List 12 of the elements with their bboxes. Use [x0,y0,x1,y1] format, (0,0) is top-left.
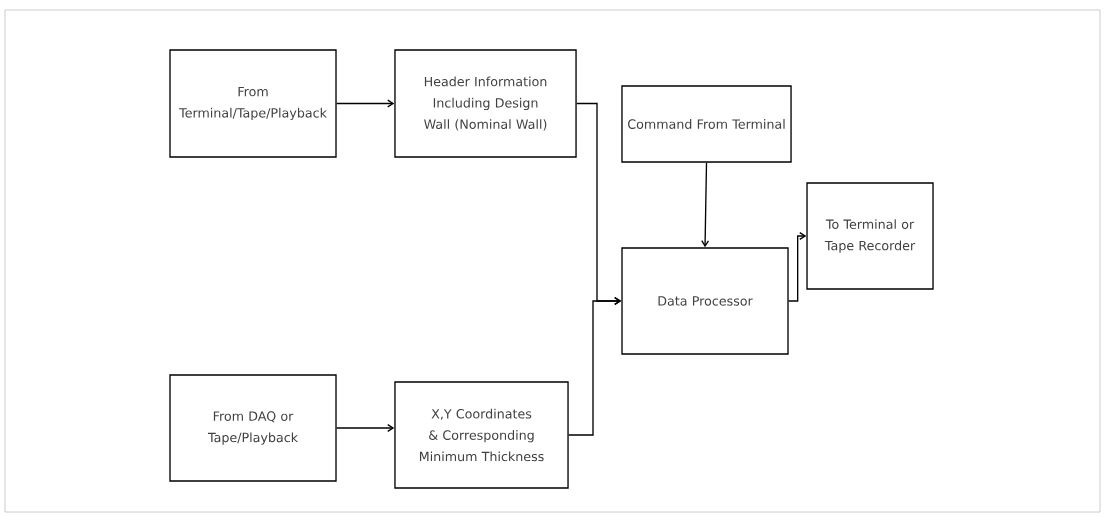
process-box: From DAQ or Tape/Playback [169,374,337,482]
process-box: Header Information Including Design Wall (Nominal Wall) [394,49,577,158]
process-box: Command From Terminal [621,85,792,163]
arrow [701,162,710,248]
arrow [568,297,622,436]
arrow [336,99,395,108]
arrow [788,232,807,302]
process-box: From Terminal/Tape/Playback [169,49,337,158]
process-box: X,Y Coordinates & Corresponding Minimum Thickness [394,381,569,489]
process-box: Data Processor [621,247,789,355]
process-box: To Terminal or Tape Recorder [806,182,934,290]
arrow [336,424,395,432]
